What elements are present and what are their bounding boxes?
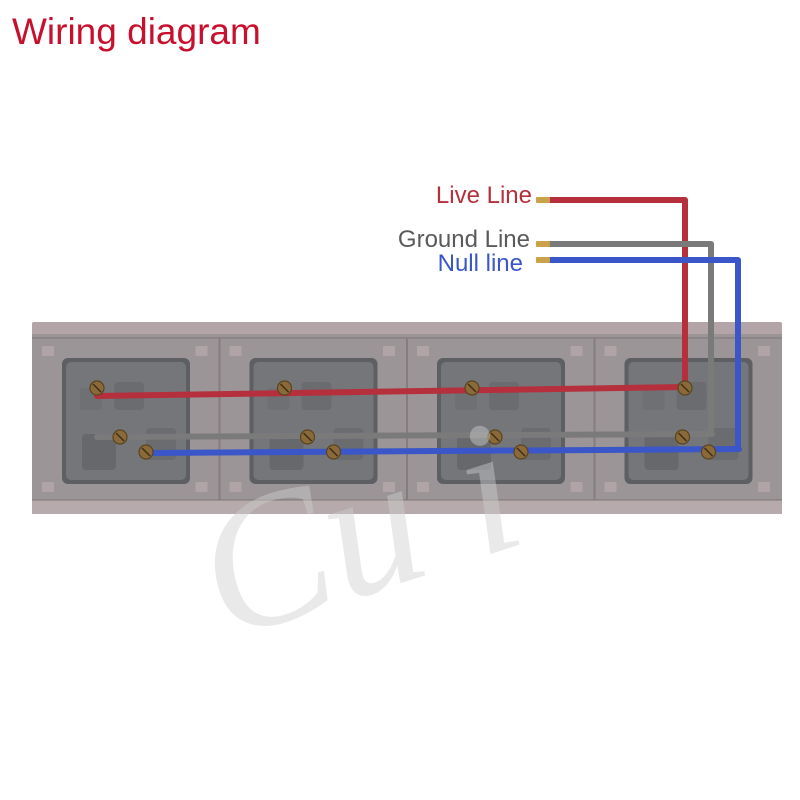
screw-slot bbox=[677, 432, 688, 442]
ground-wire-bus bbox=[94, 431, 715, 440]
screw-terminal-icon bbox=[513, 444, 529, 460]
ground-wire-tip bbox=[536, 241, 550, 247]
mounting-clip bbox=[383, 346, 395, 356]
screw-terminal-icon bbox=[138, 444, 154, 460]
screw-slot bbox=[328, 447, 339, 457]
terminal-screws bbox=[89, 380, 717, 460]
screw-slot bbox=[115, 432, 125, 442]
wires bbox=[94, 197, 742, 456]
mounting-clip bbox=[570, 346, 583, 356]
null-wire-bus bbox=[147, 446, 742, 456]
live-line-label: Live Line bbox=[436, 182, 532, 209]
mounting-clip bbox=[758, 346, 770, 356]
screw-slot bbox=[467, 383, 477, 393]
live-wire-tip bbox=[536, 197, 550, 203]
terminal-housing bbox=[489, 382, 519, 410]
mounting-clip bbox=[42, 482, 54, 492]
screw-terminal-icon bbox=[89, 380, 105, 396]
mounting-clip bbox=[604, 346, 617, 356]
screw-slot bbox=[141, 447, 151, 457]
mounting-clip bbox=[758, 482, 770, 492]
mounting-clip bbox=[417, 482, 429, 492]
ground-line-label: Ground Line bbox=[398, 226, 530, 253]
screw-terminal-icon bbox=[487, 429, 503, 445]
screw-slot bbox=[516, 447, 526, 457]
screw-terminal-icon bbox=[677, 380, 693, 396]
screw-slot bbox=[680, 383, 690, 393]
mounting-clip bbox=[195, 346, 208, 356]
live-wire-feed bbox=[548, 197, 688, 384]
terminal-housing bbox=[82, 434, 116, 470]
page-title: Wiring diagram bbox=[12, 11, 261, 52]
screw-terminal-icon bbox=[464, 380, 480, 396]
mounting-clip bbox=[229, 346, 242, 356]
screw-terminal-icon bbox=[674, 429, 691, 445]
screw-terminal-icon bbox=[325, 444, 342, 460]
null-wire-feed bbox=[548, 257, 741, 448]
screw-slot bbox=[92, 383, 102, 393]
screw-slot bbox=[279, 383, 290, 393]
mounting-clip bbox=[417, 346, 429, 356]
screw-slot bbox=[490, 432, 500, 442]
screw-terminal-icon bbox=[700, 444, 717, 460]
null-wire-tip bbox=[536, 257, 550, 263]
panel-bottom-edge bbox=[32, 500, 782, 514]
mounting-clip bbox=[604, 482, 617, 492]
screw-slot bbox=[703, 447, 714, 457]
null-line-label: Null line bbox=[438, 250, 523, 277]
screw-slot bbox=[302, 432, 313, 442]
screw-terminal-icon bbox=[299, 429, 316, 445]
terminal-housing bbox=[301, 382, 332, 410]
terminal-housing bbox=[642, 388, 665, 410]
screw-terminal-icon bbox=[112, 429, 128, 445]
mounting-clip bbox=[195, 482, 208, 492]
live-wire-bus bbox=[94, 384, 689, 399]
socket-module-icon bbox=[42, 346, 208, 492]
mounting-clip bbox=[383, 482, 395, 492]
screw-terminal-icon bbox=[276, 380, 293, 396]
mounting-clip bbox=[570, 482, 583, 492]
ground-wire-feed bbox=[548, 241, 714, 432]
mounting-clip bbox=[229, 482, 242, 492]
mounting-clip bbox=[42, 346, 54, 356]
